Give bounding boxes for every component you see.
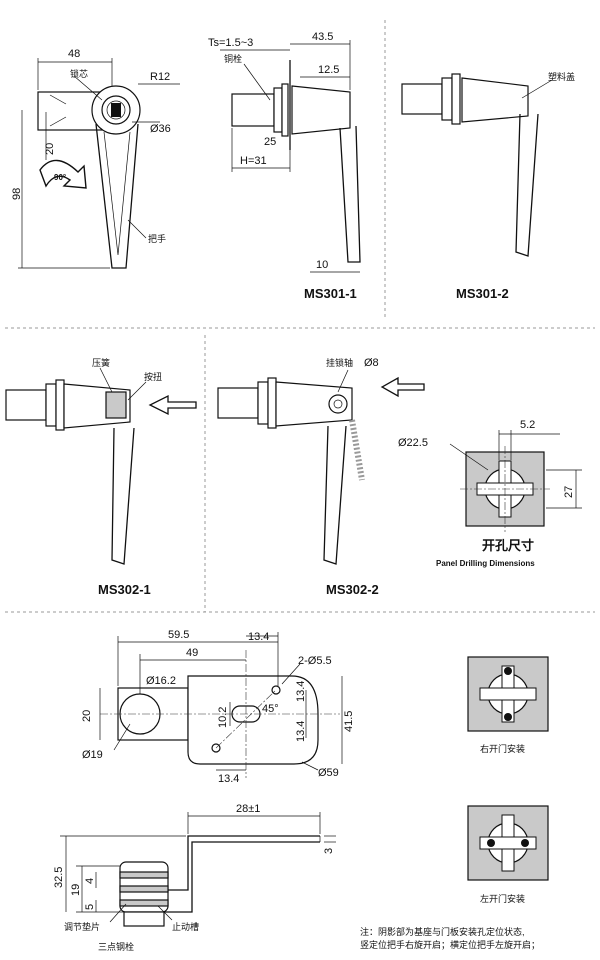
side-dim-32-5-label: 32.5: [53, 867, 65, 888]
cam-dim-16-2-label: Ø16.2: [146, 675, 176, 687]
panel-dim-27-label: 27: [563, 486, 575, 498]
ms301-1-view: Ts=1.5~3 43.5 12.5 铜栓 25 H=31 10 MS301-1: [208, 31, 361, 301]
spring-label: 压簧: [92, 357, 110, 368]
section-dividers: [5, 20, 595, 613]
panel-dim-5-2-label: 5.2: [520, 419, 535, 431]
width-48-label: 48: [68, 48, 80, 60]
ms302-1-view: 压簧 按扭 MS302-1: [5, 357, 197, 597]
stop-groove-label: 止动槽: [172, 921, 199, 932]
cam-holes-label: 2-Ø5.5: [298, 655, 332, 667]
cam-dim-13-4-v2-label: 13.4: [295, 721, 307, 742]
side-dim-3-label: 3: [323, 848, 335, 854]
cam-angle-label: 45°: [262, 703, 279, 715]
panel-diameter-label: Ø22.5: [398, 437, 428, 449]
ms302-2-caption: MS302-2: [326, 582, 379, 597]
hanging-shaft-diameter-label: Ø8: [364, 357, 379, 369]
ms301-2-view: 塑料盖 MS301-2: [401, 71, 575, 301]
button-label: 按扭: [144, 371, 162, 382]
left-door-label: 左开门安装: [480, 893, 525, 904]
right-door-install: 右开门安装: [467, 656, 549, 754]
hanging-shaft-label: 挂锁轴: [326, 357, 353, 368]
cam-dim-41-5-label: 41.5: [343, 711, 355, 732]
ms302-1-caption: MS302-1: [98, 582, 151, 597]
cam-dim-59-label: Ø59: [318, 767, 339, 779]
plastic-cover-label: 塑料盖: [548, 71, 575, 82]
offset-20-label: 20: [44, 143, 56, 155]
ms301-2-caption: MS301-2: [456, 286, 509, 301]
note-line-1: 注：阴影部为基座与门板安装孔定位状态,: [360, 926, 525, 937]
height-98-label: 98: [11, 188, 23, 200]
cam-dim-59-5-label: 59.5: [168, 629, 189, 641]
ms301-1-caption: MS301-1: [304, 286, 357, 301]
cam-dim-19-label: Ø19: [82, 749, 103, 761]
dim-25-label: 25: [264, 136, 276, 148]
dim-10-label: 10: [316, 259, 328, 271]
right-door-label: 右开门安装: [480, 743, 525, 754]
note-line-2: 竖定位把手右旋开启；横定位把手左旋开启；: [360, 939, 540, 950]
radius-r12-label: R12: [150, 71, 170, 83]
diameter-36-label: Ø36: [150, 123, 171, 135]
side-dim-28-label: 28±1: [236, 803, 260, 815]
three-point-label: 三点钢栓: [98, 941, 134, 952]
panel-title-en: Panel Drilling Dimensions: [436, 559, 535, 568]
dim-12-5-label: 12.5: [318, 64, 339, 76]
cam-dim-13-4-bottom-label: 13.4: [218, 773, 239, 785]
cam-plate-view: 59.5 13.4 49 2-Ø5.5 Ø16.2 20 10.2 45° 13…: [81, 629, 355, 785]
side-dim-5-label: 5: [84, 904, 96, 910]
cam-dim-13-4-v1-label: 13.4: [295, 681, 307, 702]
panel-drilling: Ø22.5 5.2 27 开孔尺寸 Panel Drilling Dimensi…: [398, 419, 582, 568]
copper-bolt-label: 铜栓: [224, 53, 242, 64]
side-section-view: 28±1 3 32.5 19 4 5 调节垫片 止动槽 三点钢栓: [53, 803, 336, 952]
lock-core-label: 锁芯: [70, 68, 88, 79]
cam-dim-10-2-label: 10.2: [217, 707, 229, 728]
dim-43-5-label: 43.5: [312, 31, 333, 43]
washer-label: 调节垫片: [64, 921, 100, 932]
ts-label: Ts=1.5~3: [208, 37, 253, 49]
front-view: 48 锁芯 R12 Ø36 20 98 90° 把手: [11, 48, 180, 269]
side-dim-19-label: 19: [70, 884, 82, 896]
side-dim-4-label: 4: [84, 878, 96, 884]
left-door-install: 左开门安装: [467, 805, 549, 904]
ms302-2-view: 挂锁轴 Ø8 MS302-2: [217, 357, 425, 597]
rotation-label: 90°: [54, 173, 66, 182]
cam-dim-13-4-top-label: 13.4: [248, 631, 269, 643]
handle-label: 把手: [148, 233, 166, 244]
cam-dim-49-label: 49: [186, 647, 198, 659]
h-31-label: H=31: [240, 155, 267, 167]
panel-title-cn: 开孔尺寸: [482, 538, 534, 553]
cam-dim-20-label: 20: [81, 710, 93, 722]
